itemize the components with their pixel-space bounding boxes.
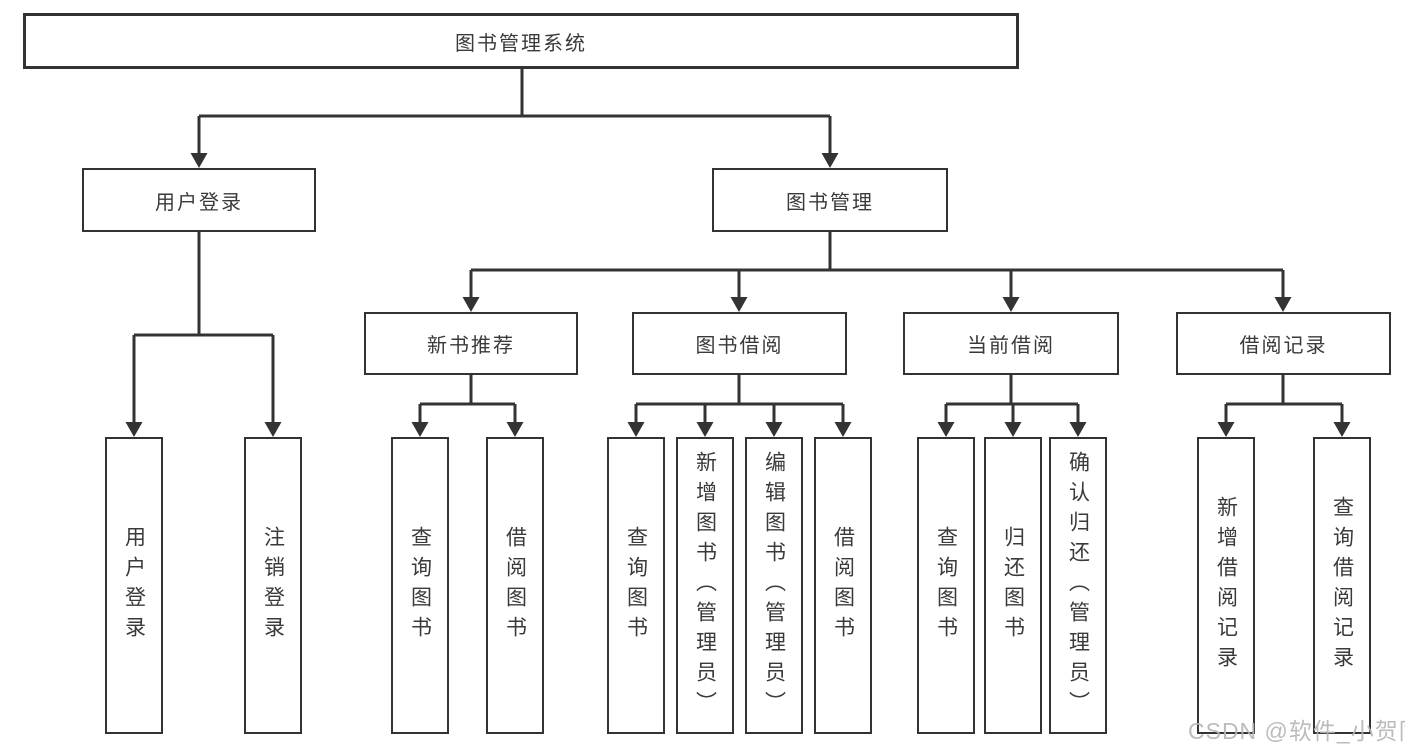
node-new-book-recommendation: 新书推荐 [364,312,578,375]
leaf-add-borrow-record: 新增借阅记录 [1197,437,1255,734]
leaf-borrow-books: 借阅图书 [814,437,872,734]
connector-bookmgmt-to-level3 [469,232,1285,298]
leaf-query-borrow-record: 查询借阅记录 [1313,437,1371,734]
leaf-query-books-borrowing: 查询图书 [607,437,665,734]
leaf-borrow-books-recommend: 借阅图书 [486,437,544,734]
leaf-query-books-recommend: 查询图书 [391,437,449,734]
connector-root-to-level2 [197,69,832,154]
connector-userlogin-to-leaves [132,232,275,423]
node-current-borrowing: 当前借阅 [903,312,1119,375]
leaf-query-books-current: 查询图书 [917,437,975,734]
node-borrowing-records: 借阅记录 [1176,312,1391,375]
leaf-confirm-return-admin: 确认归还（管理员） [1049,437,1107,734]
node-user-login: 用户登录 [82,168,316,232]
leaf-edit-books-admin: 编辑图书（管理员） [745,437,803,734]
csdn-watermark: CSDN @软件_小贺同学 [1188,718,1405,744]
connector-borrowrecords-to-leaves [1224,375,1344,423]
connector-currentborrow-to-leaves [944,375,1080,423]
node-library-management-system: 图书管理系统 [23,13,1019,69]
connector-bookborrow-to-leaves [634,375,845,423]
connector-newbook-to-leaves [418,375,517,423]
node-book-management: 图书管理 [712,168,948,232]
leaf-user-login: 用户登录 [105,437,163,734]
leaf-add-books-admin: 新增图书（管理员） [676,437,734,734]
leaf-logout: 注销登录 [244,437,302,734]
leaf-return-books: 归还图书 [984,437,1042,734]
node-book-borrowing: 图书借阅 [632,312,847,375]
